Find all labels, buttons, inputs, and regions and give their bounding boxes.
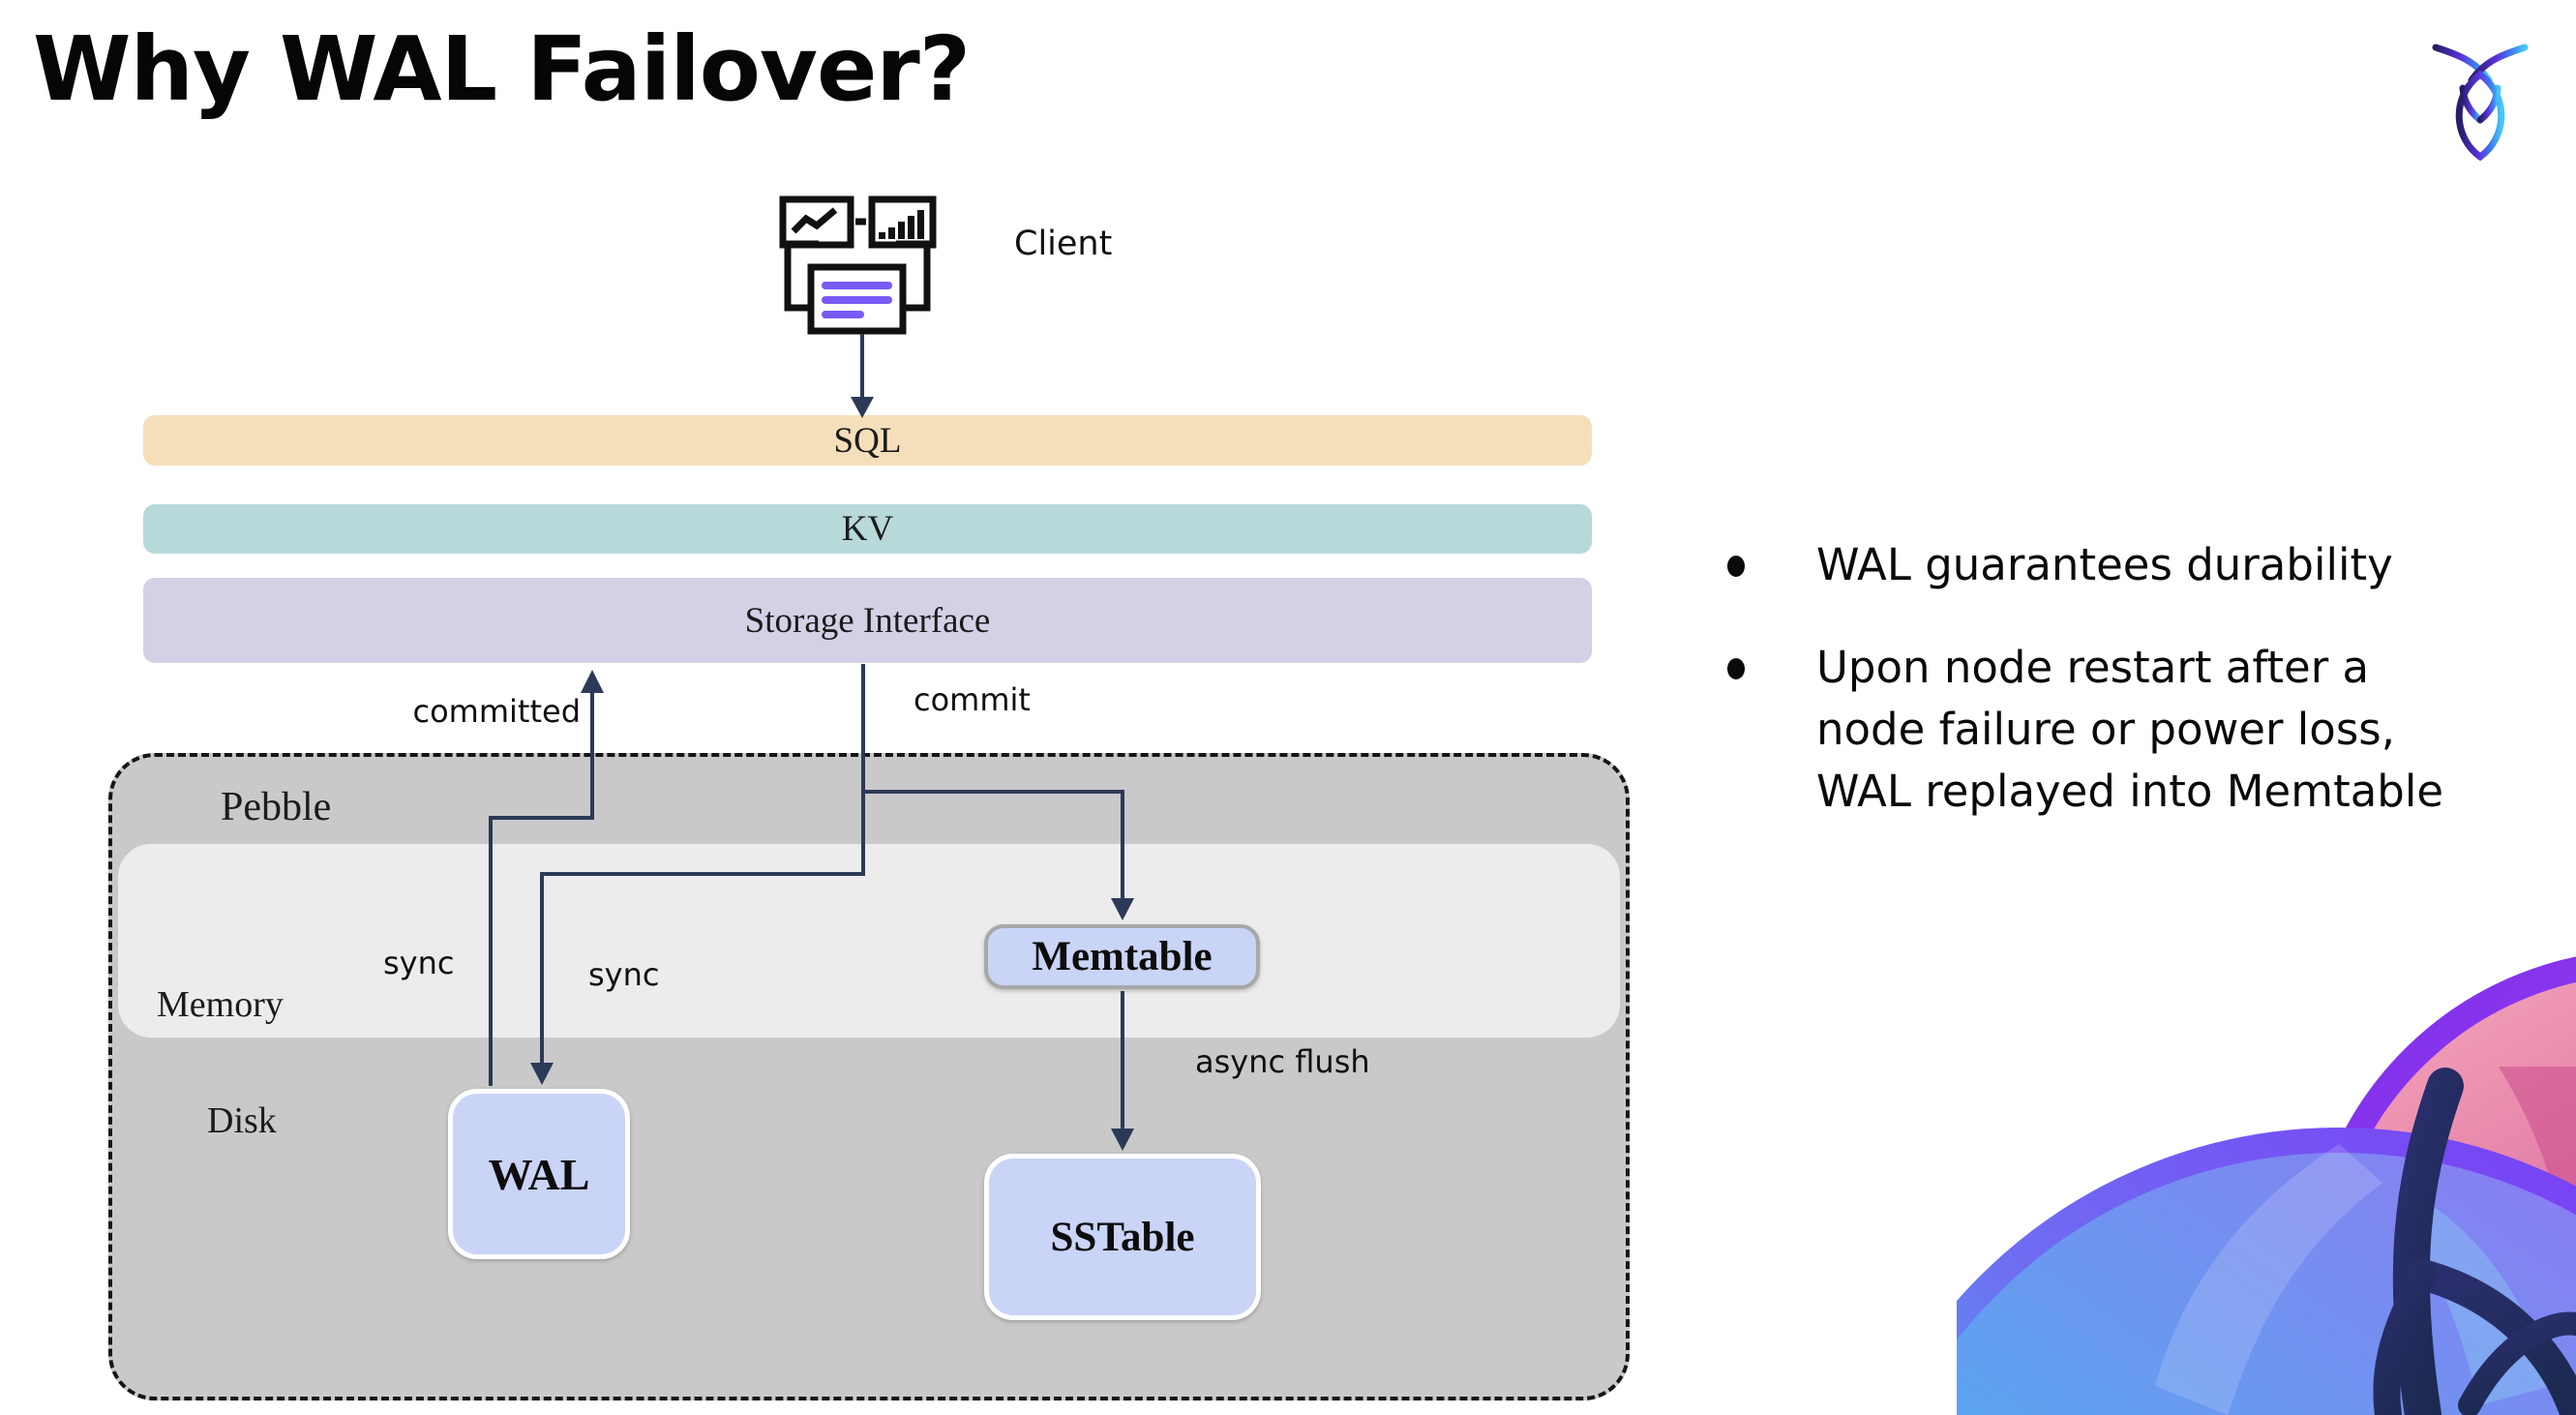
client-icon: [779, 196, 937, 335]
bullet-text: Upon node restart after a node failure o…: [1816, 637, 2443, 823]
bullet-list: WAL guarantees durability Upon node rest…: [1727, 534, 2492, 863]
bracket-right: [896, 240, 931, 312]
memory-label: Memory: [157, 984, 284, 1025]
memtable-node: Memtable: [984, 924, 1260, 989]
cockroachdb-logo-icon: [2432, 44, 2529, 162]
client-label: Client: [1014, 225, 1113, 263]
bullet-line: WAL guarantees durability: [1816, 539, 2393, 590]
arrowhead-committed: [581, 670, 604, 693]
bullet-line: WAL replayed into Memtable: [1816, 766, 2444, 817]
sync-label-left: sync: [383, 945, 455, 981]
bullet-line: node failure or power loss,: [1816, 704, 2396, 755]
pink-shade: [2499, 1067, 2576, 1415]
disk-label: Disk: [207, 1100, 277, 1141]
layer-sql: SQL: [143, 415, 1592, 466]
layer-storage-interface: Storage Interface: [143, 578, 1592, 663]
bullet-text: WAL guarantees durability: [1816, 534, 2393, 596]
cockroachdb-brand-graphic: [1957, 956, 2576, 1415]
bullet-item: Upon node restart after a node failure o…: [1727, 637, 2492, 823]
layer-kv: KV: [143, 504, 1592, 554]
vein-left: [2373, 1261, 2437, 1415]
committed-label: committed: [412, 693, 582, 730]
sheen-petal: [2155, 1144, 2382, 1415]
wal-node: WAL: [448, 1089, 630, 1259]
bullet-item: WAL guarantees durability: [1727, 534, 2492, 596]
commit-label: commit: [914, 681, 1031, 718]
sync-label-right: sync: [588, 956, 660, 993]
bullet-dot: [1727, 556, 1745, 577]
pebble-label: Pebble: [221, 785, 332, 829]
vein-stem: [2392, 1068, 2464, 1415]
bullet-line: Upon node restart after a: [1816, 642, 2370, 693]
bullet-dot: [1727, 658, 1745, 679]
async-flush-label: async flush: [1195, 1043, 1370, 1080]
memory-region: [118, 844, 1620, 1038]
bracket-left: [784, 240, 819, 312]
vein-inner: [2458, 1311, 2576, 1415]
blue-ring: [1957, 1128, 2576, 1341]
sstable-node: SSTable: [984, 1154, 1261, 1320]
page-title: Why WAL Failover?: [33, 17, 971, 121]
